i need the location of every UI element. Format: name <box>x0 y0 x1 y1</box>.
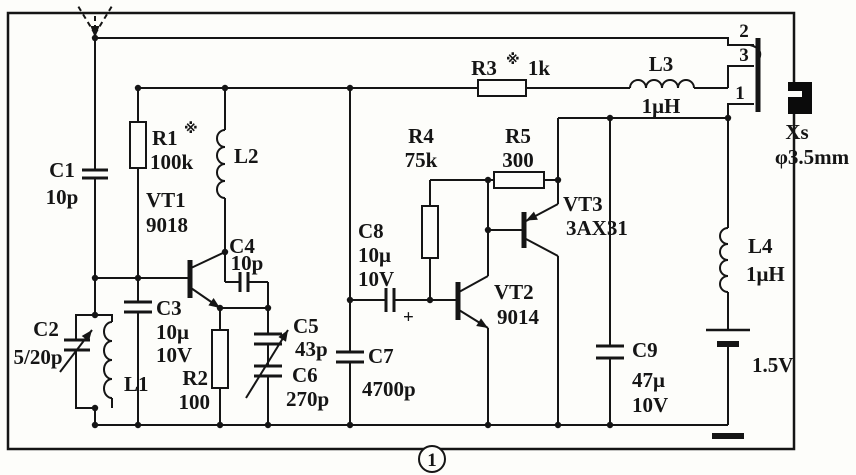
label-l4-value: 1μH <box>746 262 785 286</box>
schematic-border <box>6 11 796 451</box>
label-vt2-type: 9014 <box>497 305 540 329</box>
label-vt1-ref: VT1 <box>146 188 186 212</box>
capacitor-c4: C4 10p <box>229 234 263 292</box>
label-r2-ref: R2 <box>182 366 208 390</box>
label-r4-ref: R4 <box>408 124 434 148</box>
label-vt1-type: 9018 <box>146 213 188 237</box>
label-r4-value: 75k <box>405 148 438 172</box>
wires <box>75 37 754 426</box>
label-l3-value: 1μH <box>642 94 681 118</box>
label-jack-size: φ3.5mm <box>775 145 850 169</box>
capacitor-c5-variable: C5 43p <box>254 314 328 361</box>
label-r1-star: ※ <box>184 121 198 137</box>
transistor-vt3: VT3 3AX31 <box>521 192 628 257</box>
label-c8-value: 10μ <box>358 243 391 267</box>
label-c2-value: 5/20p <box>13 345 62 369</box>
label-c9-value: 47μ <box>632 368 665 392</box>
label-c3-value: 10μ <box>156 320 189 344</box>
label-c8-polarity: + <box>403 307 414 328</box>
label-c5-ref: C5 <box>293 314 319 338</box>
label-jack-ref: Xs <box>785 120 808 144</box>
label-c4-ref: C4 <box>229 234 255 258</box>
junction-dots <box>91 34 732 429</box>
label-c1-value: 10p <box>46 185 79 209</box>
label-c9-ref: C9 <box>632 338 658 362</box>
battery-1v5: 1.5V <box>706 328 793 439</box>
jack-terminal-3: 3 <box>739 45 749 66</box>
label-c8-rating: 10V <box>358 267 394 291</box>
capacitor-c3: C3 10μ 10V <box>124 296 192 367</box>
label-r3-star: ※ <box>506 52 520 68</box>
label-c3-ref: C3 <box>156 296 182 320</box>
label-c4-value: 10p <box>231 251 264 275</box>
label-r2-value: 100 <box>179 390 211 414</box>
resistor-r5: R5 300 <box>493 124 545 189</box>
label-r5-value: 300 <box>502 148 534 172</box>
label-l4-ref: L4 <box>748 234 773 258</box>
label-c7-ref: C7 <box>368 344 394 368</box>
label-vt2-ref: VT2 <box>494 280 534 304</box>
figure-number-badge: 1 <box>418 445 446 473</box>
jack-terminal-1: 1 <box>735 83 745 104</box>
label-c2-ref: C2 <box>33 317 59 341</box>
label-c6-value: 270p <box>286 387 329 411</box>
figure-number: 1 <box>427 450 437 471</box>
capacitor-c1: C1 10p <box>46 158 108 209</box>
label-r3-value: 1k <box>528 56 551 80</box>
label-vt3-type: 3AX31 <box>566 216 628 240</box>
label-c9-rating: 10V <box>632 393 668 417</box>
inductor-l4: L4 1μH <box>719 227 785 293</box>
resistor-r1: R1 ※ 100k <box>129 121 198 174</box>
resistor-r3: R3 ※ 1k <box>471 52 551 97</box>
plug-icon <box>788 82 812 114</box>
label-l1-ref: L1 <box>124 372 149 396</box>
capacitor-c2-variable: C2 5/20p <box>13 317 93 373</box>
jack-terminal-2: 2 <box>739 21 749 42</box>
label-r3-ref: R3 <box>471 56 497 80</box>
label-vt3-ref: VT3 <box>563 192 603 216</box>
capacitor-c7: C7 4700p <box>336 344 416 401</box>
label-c7-value: 4700p <box>362 377 416 401</box>
label-c8-ref: C8 <box>358 219 384 243</box>
capacitor-c6: C6 270p <box>245 329 329 411</box>
label-battery-value: 1.5V <box>752 353 793 377</box>
label-r5-ref: R5 <box>505 124 531 148</box>
label-c1-ref: C1 <box>49 158 75 182</box>
plug-icon-notch <box>788 91 802 97</box>
capacitor-c9: C9 47μ 10V <box>596 338 668 417</box>
inductor-l2: L2 <box>216 129 259 199</box>
transistor-vt2: VT2 9014 <box>455 275 540 329</box>
resistor-r2: R2 100 <box>179 329 229 414</box>
label-c6-ref: C6 <box>292 363 318 387</box>
transistor-vt1: VT1 9018 <box>146 188 226 309</box>
label-r1-value: 100k <box>150 150 194 174</box>
label-l2-ref: L2 <box>234 144 259 168</box>
label-l3-ref: L3 <box>649 52 674 76</box>
earphone-jack: 2 3 1 Xs φ3.5mm <box>735 21 849 169</box>
jack-spring-contact <box>749 44 762 64</box>
label-c3-rating: 10V <box>156 343 192 367</box>
inductor-l1: L1 <box>103 321 149 399</box>
antenna-symbol <box>77 5 113 38</box>
label-c5-value: 43p <box>295 337 328 361</box>
capacitor-c8: C8 10μ 10V + <box>358 219 414 328</box>
inductor-l3: L3 1μH <box>629 52 695 118</box>
label-r1-ref: R1 <box>152 126 178 150</box>
resistor-r4: R4 75k <box>405 124 439 259</box>
